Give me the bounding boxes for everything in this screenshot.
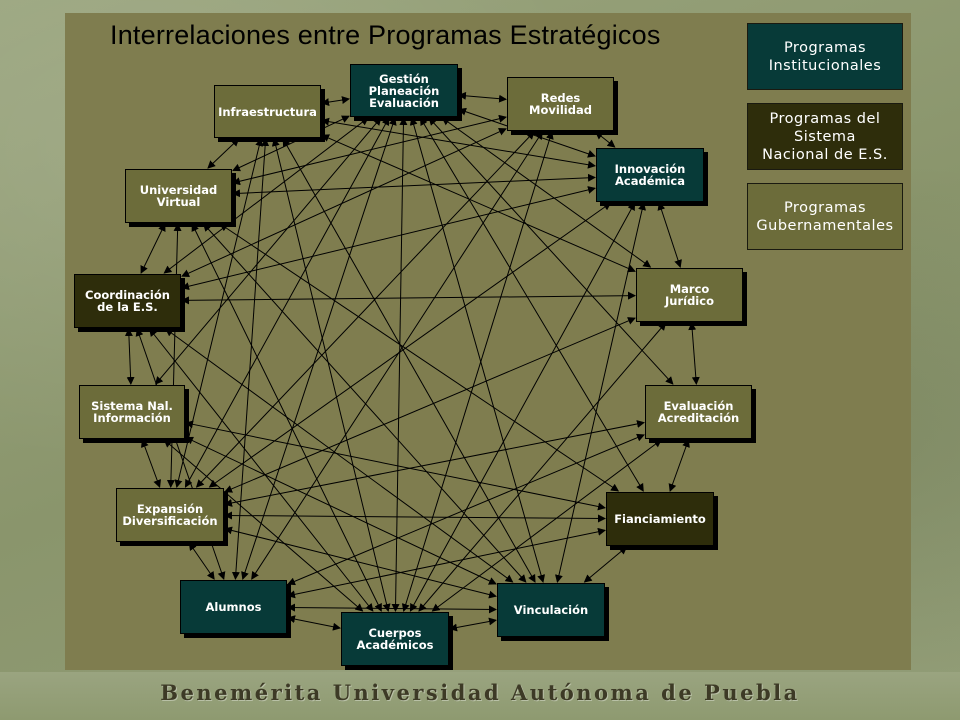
connector-cuerpos-infraestructura (271, 138, 391, 612)
connector-coordinacion-universidad (140, 223, 166, 274)
connector-cuerpos-alumnos (287, 615, 341, 631)
connector-infraestructura-gestion (321, 96, 350, 107)
connector-alumnos-expansion (188, 542, 215, 580)
connector-cuerpos-universidad (191, 223, 382, 612)
connector-financiamiento-expansion (224, 511, 606, 523)
connector-vinculacion-universidad (203, 223, 527, 583)
node-financiamiento: Fianciamiento (606, 492, 714, 546)
connector-expansion-sistema (141, 439, 161, 488)
connector-innovacion-expansion (208, 202, 612, 488)
connector-marco-expansion (224, 317, 636, 493)
connector-gestion-redes (458, 91, 507, 103)
node-vinculacion: Vinculación (497, 583, 605, 637)
connector-infraestructura-marco (321, 134, 636, 273)
node-expansion-diversificacion: Expansión Diversificación (116, 488, 224, 542)
connector-cuerpos-coordinacion (149, 328, 374, 612)
node-coordinacion-es: Coordinación de la E.S. (74, 274, 181, 328)
node-innovacion-academica: Innovación Académica (596, 148, 704, 202)
connector-universidad-infraestructura (207, 138, 240, 169)
diagram-title: Interrelaciones entre Programas Estratég… (110, 20, 661, 50)
connector-vinculacion-cuerpos (449, 617, 497, 632)
connector-financiamiento-sistema (185, 420, 606, 511)
connector-gestion-vinculacion (409, 117, 546, 583)
legend-programas-institucionales: Programas Institucionales (747, 23, 903, 90)
connector-alumnos-infraestructura (231, 138, 270, 580)
connector-vinculacion-alumnos (287, 603, 497, 614)
node-alumnos: Alumnos (180, 580, 287, 634)
node-sistema-nal-informacion: Sistema Nal. Información (79, 385, 185, 439)
connector-evaluacion-financiamiento (668, 439, 690, 492)
footer-university-name: Benemérita Universidad Autónoma de Puebl… (160, 680, 800, 705)
connector-redes-innovacion (595, 131, 616, 148)
node-gestion-planeacion-evaluacion: Gestión Planeación Evaluación (350, 64, 458, 117)
connector-redes-expansion (195, 131, 535, 488)
connector-marco-evaluacion (688, 322, 700, 385)
legend-programas-gubernamentales: Programas Gubernamentales (747, 183, 903, 250)
footer-band (0, 672, 960, 720)
node-infraestructura: Infraestructura (214, 85, 321, 138)
connector-innovacion-marco (657, 202, 682, 268)
connector-vinculacion-coordinacion (165, 328, 514, 583)
node-marco-juridico: Marco Jurídico (636, 268, 743, 322)
node-cuerpos-academicos: Cuerpos Académicos (341, 612, 449, 666)
node-redes-movilidad: Redes Movilidad (507, 77, 614, 131)
connector-evaluacion-expansion (224, 420, 645, 507)
connector-innovacion-coordinacion (181, 186, 596, 291)
connector-expansion-universidad (166, 223, 182, 488)
connector-sistema-vinculacion (185, 436, 497, 585)
legend-programas-sistema-nacional: Programas del Sistema Nacional de E.S. (747, 103, 903, 170)
node-evaluacion-acreditacion: Evaluación Acreditación (645, 385, 752, 439)
connector-innovacion-cuerpos (409, 202, 636, 612)
connector-financiamiento-universidad (219, 223, 620, 492)
connector-expansion-infraestructura (174, 138, 264, 488)
connector-sistema-coordinacion (124, 328, 135, 385)
node-universidad-virtual: Universidad Virtual (125, 169, 232, 223)
connector-financiamiento-vinculacion (583, 546, 628, 583)
connector-marco-coordinacion (181, 291, 636, 305)
connector-vinculacion-infraestructura (282, 138, 536, 583)
